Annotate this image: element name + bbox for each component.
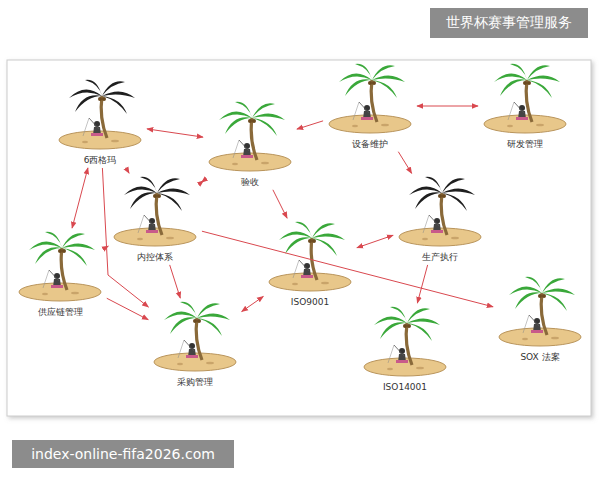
palm-island — [59, 80, 141, 149]
flow-arrow — [126, 168, 129, 174]
palm-island — [154, 302, 236, 371]
flow-arrow — [107, 298, 148, 319]
flow-arrow — [202, 181, 204, 182]
island-label: ISO9001 — [289, 296, 331, 308]
flow-arrow — [102, 168, 148, 307]
island-node: 设备维护 — [325, 62, 415, 150]
palm-island — [19, 232, 101, 301]
flow-arrow — [107, 246, 109, 248]
flow-arrow — [202, 231, 493, 307]
palm-island — [399, 177, 481, 246]
flow-arrow — [357, 235, 393, 248]
island-label: 验收 — [239, 176, 261, 188]
flow-arrow — [170, 265, 181, 298]
island-label: 生产执行 — [420, 251, 460, 263]
island-node: 供应链管理 — [15, 230, 105, 318]
island-node: 研发管理 — [480, 62, 570, 150]
palm-island — [364, 307, 446, 376]
island-label: SOX 法案 — [518, 351, 561, 363]
island-label: 采购管理 — [175, 376, 215, 388]
watermark-banner: 世界杯赛事管理服务 — [430, 8, 588, 38]
palm-island — [114, 177, 196, 246]
flow-arrow — [398, 152, 411, 174]
panel-frame — [7, 60, 591, 416]
palm-island — [209, 102, 291, 171]
flow-arrow — [417, 106, 478, 107]
palm-island — [484, 64, 566, 133]
island-label: ISO14001 — [381, 381, 429, 393]
watermark-text: index-online-fifa2026.com — [31, 446, 215, 462]
palm-island — [269, 222, 351, 291]
island-label: 设备维护 — [350, 138, 390, 150]
island-node: 6西格玛 — [55, 78, 145, 166]
flow-arrow — [72, 168, 88, 228]
watermark-url: index-online-fifa2026.com — [12, 440, 234, 468]
flow-arrow — [297, 121, 323, 129]
island-node: 生产执行 — [395, 175, 485, 263]
island-node: 内控体系 — [110, 175, 200, 263]
palm-island — [329, 64, 411, 133]
palm-island — [499, 277, 581, 346]
island-node: 采购管理 — [150, 300, 240, 388]
flow-arrow — [273, 190, 287, 218]
island-node: 验收 — [205, 100, 295, 188]
watermark-text: 世界杯赛事管理服务 — [446, 14, 572, 32]
island-label: 内控体系 — [135, 251, 175, 263]
island-label: 供应链管理 — [36, 306, 85, 318]
island-node: ISO14001 — [360, 305, 450, 393]
flow-arrow — [417, 265, 427, 303]
flow-arrow — [147, 129, 203, 137]
island-node: ISO9001 — [265, 220, 355, 308]
flow-arrow — [242, 296, 264, 311]
island-label: 6西格玛 — [82, 154, 119, 166]
island-label: 研发管理 — [505, 138, 545, 150]
island-node: SOX 法案 — [495, 275, 585, 363]
